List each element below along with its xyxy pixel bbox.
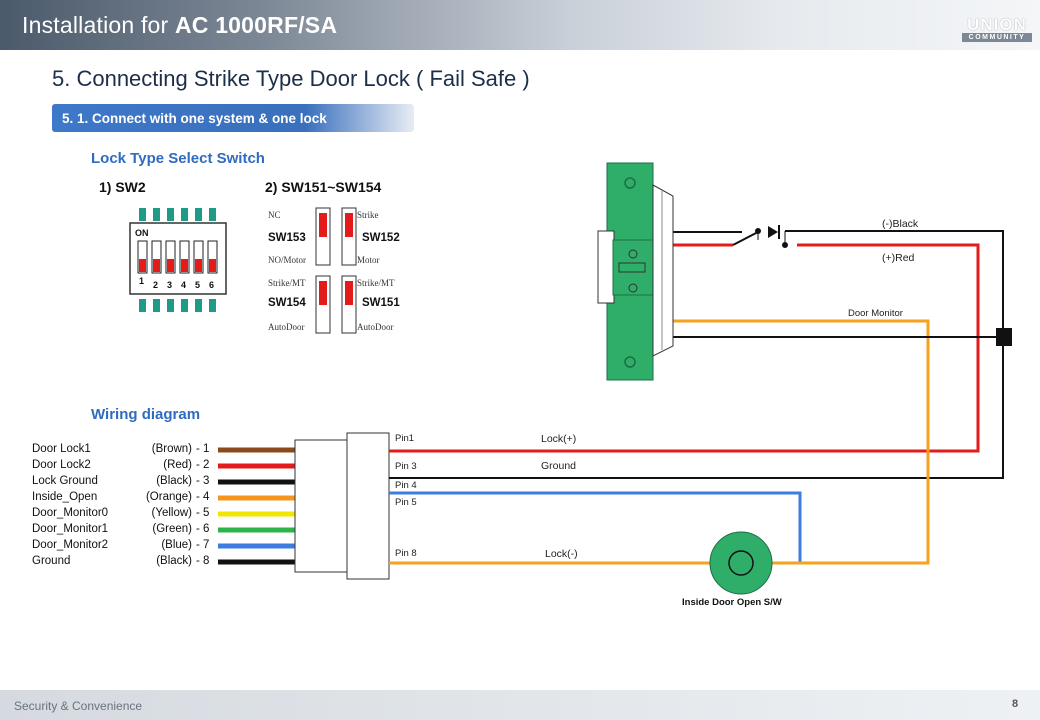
wire-ground <box>389 230 1004 479</box>
wire-lock-plus <box>389 243 980 453</box>
sw153-bottom: NO/Motor <box>268 255 306 265</box>
pin-label-4: Pin 4 <box>395 480 417 491</box>
wiring-diagram: Pin1 Pin 3 Pin 4 Pin 5 Pin 8 Lock(+) Gro… <box>218 162 1012 608</box>
pin-label-3: Pin 3 <box>395 461 417 472</box>
sw151-top: Strike/MT <box>357 278 395 288</box>
wire-door-monitor <box>657 319 930 565</box>
wire-color-5: (Yellow) <box>151 507 192 519</box>
wire-pin-8: - 8 <box>196 555 210 567</box>
inside-switch-button <box>728 550 754 576</box>
dip-num-3: 3 <box>167 280 172 290</box>
header-prefix: Installation for <box>22 12 169 38</box>
pin-label-8: Pin 8 <box>395 548 417 559</box>
logo-main: UNION <box>967 15 1027 34</box>
wire-pin-5: - 5 <box>196 507 210 519</box>
sw154-knob <box>319 281 327 305</box>
sw153-knob <box>319 213 327 237</box>
sw151-title: 2) SW151~SW154 <box>265 179 382 195</box>
sw154-name: SW154 <box>268 297 306 309</box>
diode <box>768 226 778 238</box>
pin-label-5: Pin 5 <box>395 497 417 508</box>
label-lock-minus: Lock(-) <box>545 548 578 560</box>
wire-color-4: (Orange) <box>145 491 192 503</box>
wire-pin-2: - 2 <box>196 459 210 471</box>
dip-num-2: 2 <box>153 280 158 290</box>
footer-bar: Security & Convenience 8 <box>0 690 1040 720</box>
wire-color-3: (Black) <box>156 475 192 487</box>
dip-num-1: 1 <box>139 276 144 286</box>
sw151-bottom: AutoDoor <box>357 322 394 332</box>
wire-color-1: (Brown) <box>151 443 192 455</box>
footer-text: Security & Convenience <box>14 699 143 713</box>
wiring-heading: Wiring diagram <box>76 406 201 423</box>
wire-pin-1: - 1 <box>196 443 210 455</box>
wire-color-7: (Blue) <box>161 539 192 551</box>
sw153-top: NC <box>268 210 281 220</box>
sw151-knob <box>345 281 353 305</box>
wire-name-8: Ground <box>32 555 71 567</box>
label-inside-sw: Inside Door Open S/W <box>682 597 782 608</box>
sw154-top: Strike/MT <box>268 278 306 288</box>
header-title: Installation for AC 1000RF/SA <box>22 12 337 39</box>
label-door-monitor: Door Monitor <box>848 308 903 319</box>
connector-socket <box>346 432 390 580</box>
label-lock-plus: Lock(+) <box>541 433 576 445</box>
label-red: (+)Red <box>882 252 915 264</box>
wire-pin-6: - 6 <box>196 523 210 535</box>
wire-name-7: Door_Monitor2 <box>32 539 109 551</box>
wire-color-6: (Green) <box>152 523 192 535</box>
label-ground: Ground <box>541 460 576 472</box>
strike-lock-device <box>597 162 674 381</box>
header-model: AC 1000RF/SA <box>174 12 338 38</box>
wire-pin-7: - 7 <box>196 539 210 551</box>
logo-sub: COMMUNITY <box>962 33 1032 42</box>
sw2-title: 1) SW2 <box>99 179 146 195</box>
connector-plug <box>294 439 351 573</box>
wire-stubs <box>218 447 296 565</box>
header-bar: Installation for AC 1000RF/SA UNION COMM… <box>0 0 1040 50</box>
sw154-bottom: AutoDoor <box>268 322 305 332</box>
terminal-block <box>996 328 1012 346</box>
wire-name-1: Door Lock1 <box>32 443 91 455</box>
switch-arm <box>732 231 759 246</box>
dip-num-4: 4 <box>181 280 186 290</box>
wire-name-6: Door_Monitor1 <box>32 523 109 535</box>
dip-num-5: 5 <box>195 280 200 290</box>
sw152-bottom: Motor <box>357 255 380 265</box>
wire-name-2: Door Lock2 <box>32 459 91 471</box>
wire-name-4: Inside_Open <box>32 491 98 503</box>
wire-name-3: Lock Ground <box>32 475 98 487</box>
union-community-logo: UNION COMMUNITY <box>962 16 1032 42</box>
dip-on-label: ON <box>135 228 149 238</box>
lock-type-heading: Lock Type Select Switch <box>76 150 265 167</box>
sw152-name: SW152 <box>362 232 400 244</box>
wire-pin-3: - 3 <box>196 475 210 487</box>
page-title: 5. Connecting Strike Type Door Lock ( Fa… <box>52 66 530 91</box>
sw151-name: SW151 <box>362 297 400 309</box>
dip-num-6: 6 <box>209 280 214 290</box>
sw152-top: Strike <box>357 210 379 220</box>
slide-switch-group <box>315 207 357 334</box>
sw152-knob <box>345 213 353 237</box>
section-label: 5. 1. Connect with one system & one lock <box>62 111 327 126</box>
label-black: (-)Black <box>882 218 919 230</box>
sw153-name: SW153 <box>268 232 306 244</box>
wire-color-2: (Red) <box>163 459 192 471</box>
wire-color-8: (Black) <box>156 555 192 567</box>
wire-name-5: Door_Monitor0 <box>32 507 109 519</box>
dip-switch-sw2: ON 1 2 3 4 5 6 <box>129 208 227 312</box>
page-number: 8 <box>1012 698 1019 710</box>
wire-pin-4: - 4 <box>196 491 210 503</box>
pin-label-1: Pin1 <box>395 433 414 444</box>
section-pill: 5. 1. Connect with one system & one lock <box>52 104 414 132</box>
